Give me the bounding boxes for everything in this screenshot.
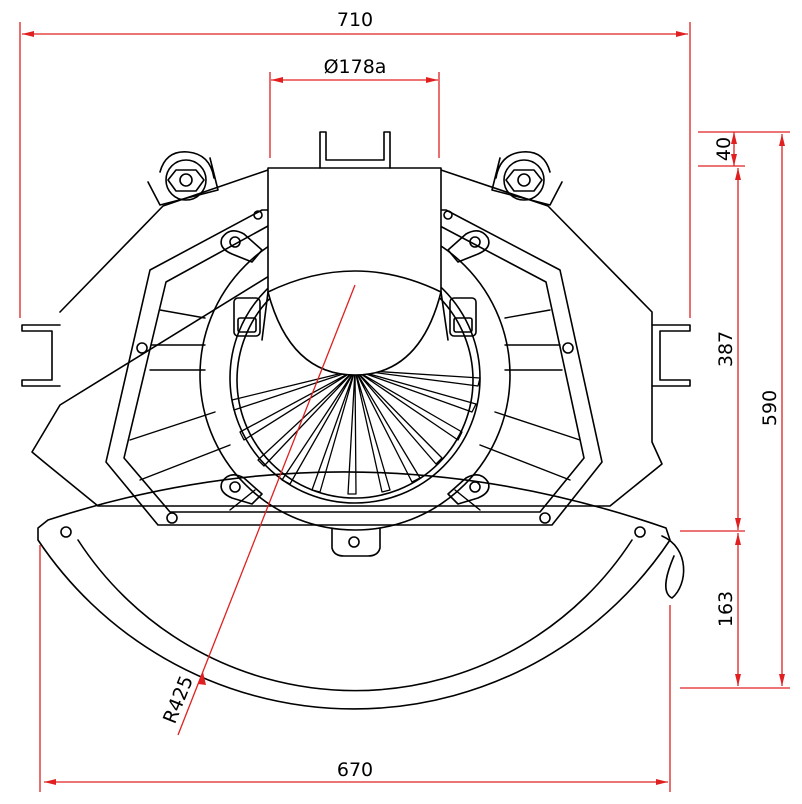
frame-struts <box>129 309 581 511</box>
left-nut-ring <box>165 159 207 201</box>
dim-top-offset-label: 40 <box>713 137 735 161</box>
dim-overall-width-label: 710 <box>337 9 373 31</box>
dimension-arrows <box>22 31 785 785</box>
right-nut-ring <box>503 159 545 201</box>
bottom-tab <box>331 527 381 557</box>
dim-body-height-label: 387 <box>715 331 737 367</box>
right-nut-bore <box>517 173 531 187</box>
mounting-holes <box>60 210 646 538</box>
motor-clamps <box>233 297 477 337</box>
outlet-duct-side-right <box>440 291 449 341</box>
blower-outline <box>21 131 691 710</box>
dimension-lines <box>19 22 790 792</box>
dim-radius-leader <box>177 284 356 736</box>
right-hex-nut <box>505 169 543 192</box>
right-side-bracket <box>651 324 691 387</box>
left-mount-lug <box>147 151 219 206</box>
outlet-duct-side-left <box>261 291 269 341</box>
dim-outlet-diameter-label: Ø178a <box>324 56 387 78</box>
dim-total-height-label: 590 <box>759 390 781 426</box>
dim-bottom-height-label: 163 <box>715 591 737 627</box>
volute-inner-arc <box>77 539 633 692</box>
left-side-bracket <box>21 324 61 387</box>
impeller-blades <box>231 369 481 495</box>
outlet-duct-inner-curve <box>267 270 442 293</box>
left-hex-nut <box>167 169 205 192</box>
left-nut-bore <box>179 173 193 187</box>
bottom-tab-hole <box>348 536 360 548</box>
right-mount-lug <box>491 151 563 206</box>
dim-bottom-width-label: 670 <box>337 759 373 781</box>
volute-arc-band <box>37 471 671 710</box>
inner-mounting-ears <box>220 230 490 505</box>
cable-tail <box>661 535 685 599</box>
outer-housing <box>31 169 663 507</box>
top-bracket <box>319 131 391 169</box>
